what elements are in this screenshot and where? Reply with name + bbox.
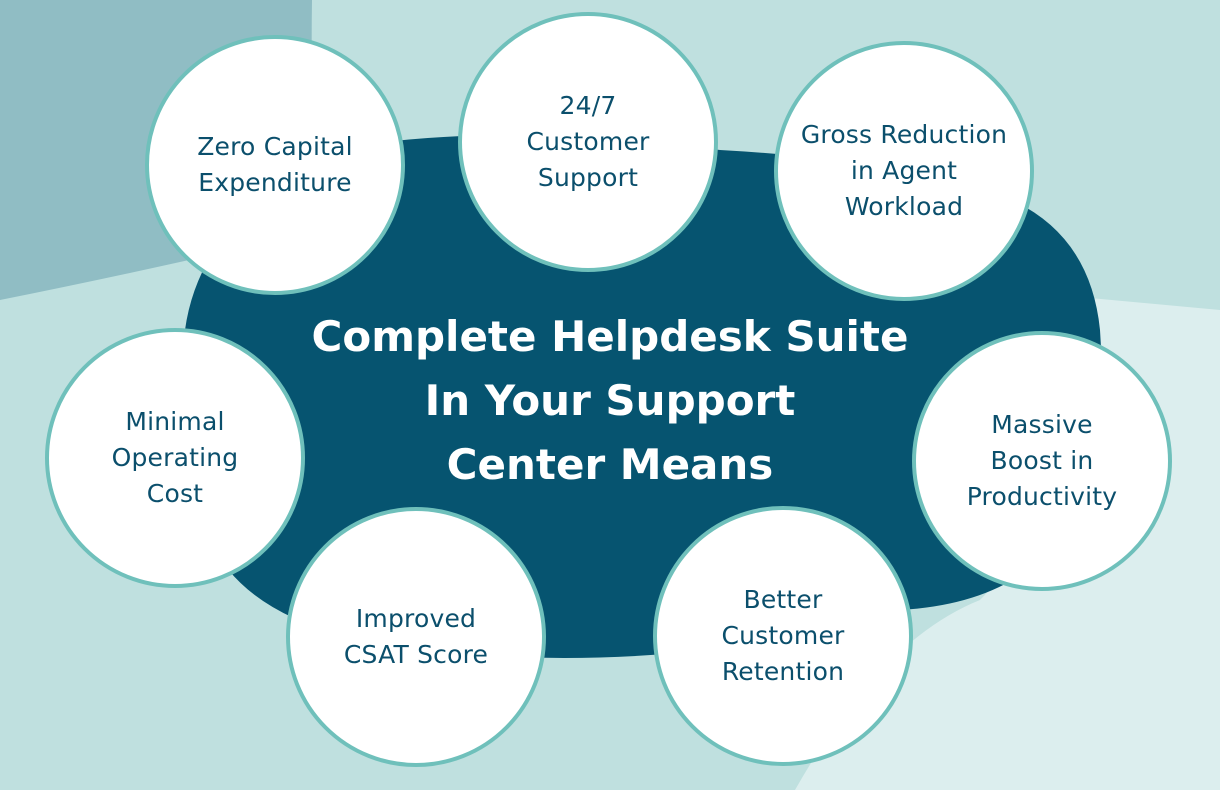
benefit-reduced-agent-workload: Gross Reduction in Agent Workload <box>774 41 1034 301</box>
benefit-label: Minimal Operating Cost <box>111 407 239 508</box>
benefit-label: Zero Capital Expenditure <box>197 132 353 197</box>
benefit-customer-retention: Better Customer Retention <box>653 506 913 766</box>
benefit-improved-csat: Improved CSAT Score <box>286 507 546 767</box>
benefit-zero-capital-expenditure: Zero Capital Expenditure <box>145 35 405 295</box>
benefit-label: Gross Reduction in Agent Workload <box>800 120 1008 221</box>
benefit-minimal-operating-cost: Minimal Operating Cost <box>45 328 305 588</box>
benefit-label: Better Customer Retention <box>721 585 845 686</box>
benefit-label: 24/7 Customer Support <box>526 91 650 192</box>
benefit-label: Massive Boost in Productivity <box>966 410 1118 511</box>
benefit-24-7-support: 24/7 Customer Support <box>458 12 718 272</box>
center-title: Complete Helpdesk Suite In Your Support … <box>311 312 909 489</box>
benefit-productivity-boost: Massive Boost in Productivity <box>912 331 1172 591</box>
benefit-label: Improved CSAT Score <box>343 604 489 669</box>
